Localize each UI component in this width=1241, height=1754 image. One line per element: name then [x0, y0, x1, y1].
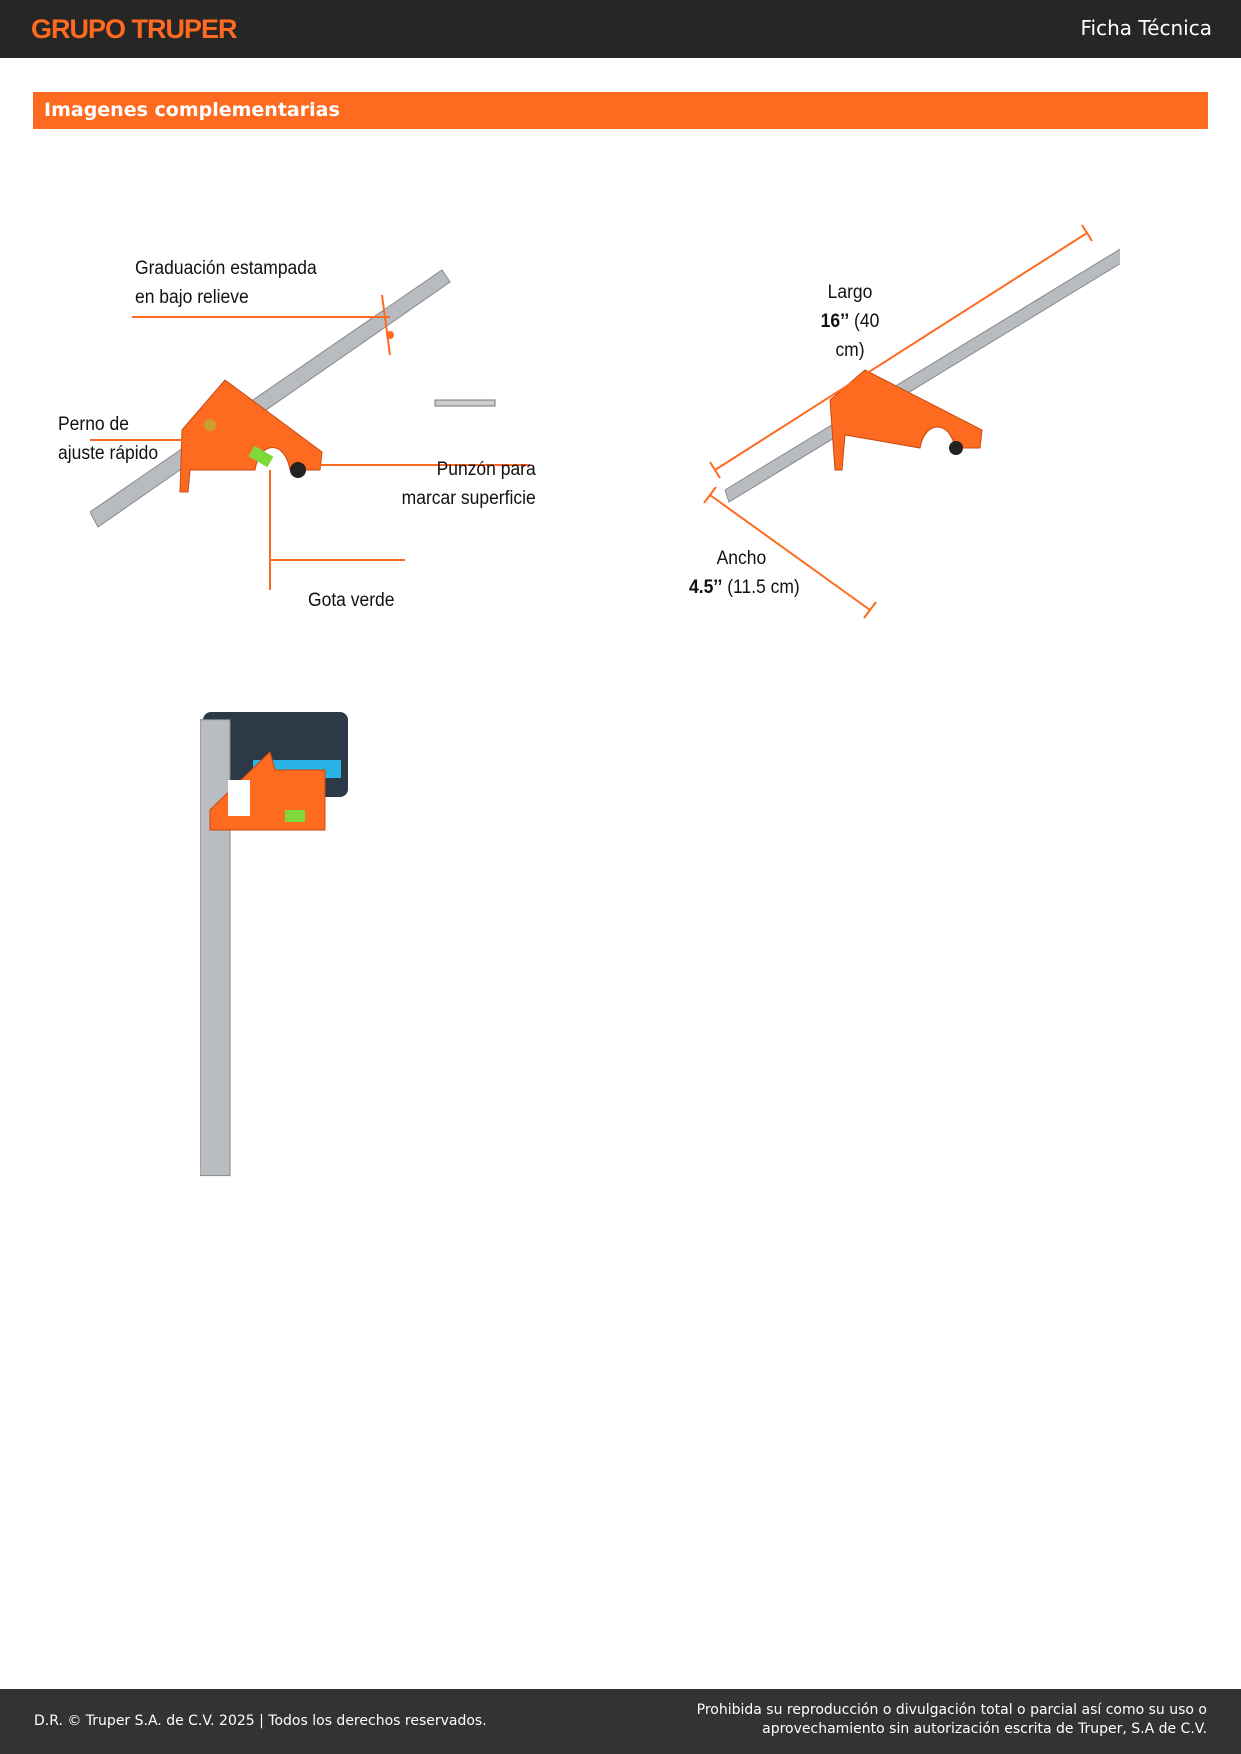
doc-type: Ficha Técnica: [1080, 16, 1213, 40]
combination-square-dimensions-image: [703, 224, 1120, 619]
brand-logo: GRUPO TRUPER: [31, 14, 238, 44]
legal-notice: Prohibida su reproducción o divulgación …: [696, 1702, 1207, 1737]
copyright: D.R. © Truper S.A. de C.V. 2025 | Todos …: [34, 1713, 487, 1729]
label-gota: Gota verde: [308, 590, 395, 611]
packaged-product-image: [200, 712, 348, 1177]
footer: D.R. © Truper S.A. de C.V. 2025 | Todos …: [0, 1689, 1241, 1754]
section-title: Imagenes complementarias: [33, 92, 1208, 129]
header: GRUPO TRUPER Ficha Técnica: [0, 0, 1241, 58]
combination-square-image-annotated: [90, 269, 530, 590]
